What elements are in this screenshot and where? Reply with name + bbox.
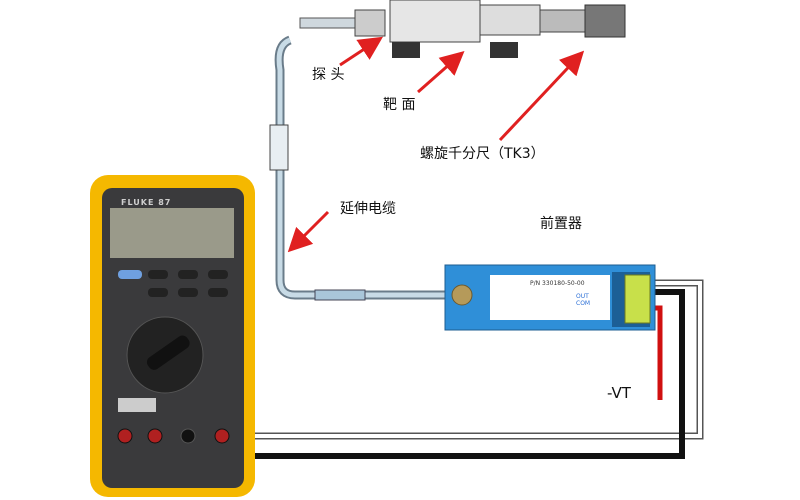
jack-a[interactable]	[117, 428, 133, 444]
label-probe: 探 头	[312, 67, 345, 83]
arrow-target	[417, 51, 465, 94]
multimeter-brand: FLUKE 87	[121, 198, 172, 207]
jack-ma[interactable]	[147, 428, 163, 444]
button[interactable]	[178, 270, 198, 279]
black-test-lead	[188, 289, 685, 459]
label-vt: -VT	[607, 384, 631, 402]
extension-cable	[269, 35, 460, 301]
button[interactable]	[148, 288, 168, 297]
label-preamp: 前置器	[540, 216, 582, 232]
multimeter	[90, 175, 255, 497]
label-target: 靶 面	[383, 97, 416, 113]
white-test-lead	[222, 279, 704, 440]
jack-v[interactable]	[214, 428, 230, 444]
probe-assembly	[299, 0, 626, 58]
preamplifier	[444, 264, 656, 331]
arrow-micrometer	[498, 50, 585, 142]
blue-button[interactable]	[118, 270, 142, 279]
jack-com[interactable]	[180, 428, 196, 444]
button[interactable]	[178, 288, 198, 297]
label-extension-cable: 延伸电缆	[340, 201, 396, 217]
out-label: OUT	[576, 293, 589, 300]
arrow-extension-cable	[287, 210, 330, 253]
arrow-probe	[339, 36, 384, 67]
button[interactable]	[208, 288, 228, 297]
button[interactable]	[148, 270, 168, 279]
label-micrometer: 螺旋千分尺（TK3）	[420, 146, 545, 162]
preamp-part-number: P/N 330180-50-00	[530, 280, 585, 287]
com-label: COM	[576, 300, 591, 307]
button[interactable]	[208, 270, 228, 279]
